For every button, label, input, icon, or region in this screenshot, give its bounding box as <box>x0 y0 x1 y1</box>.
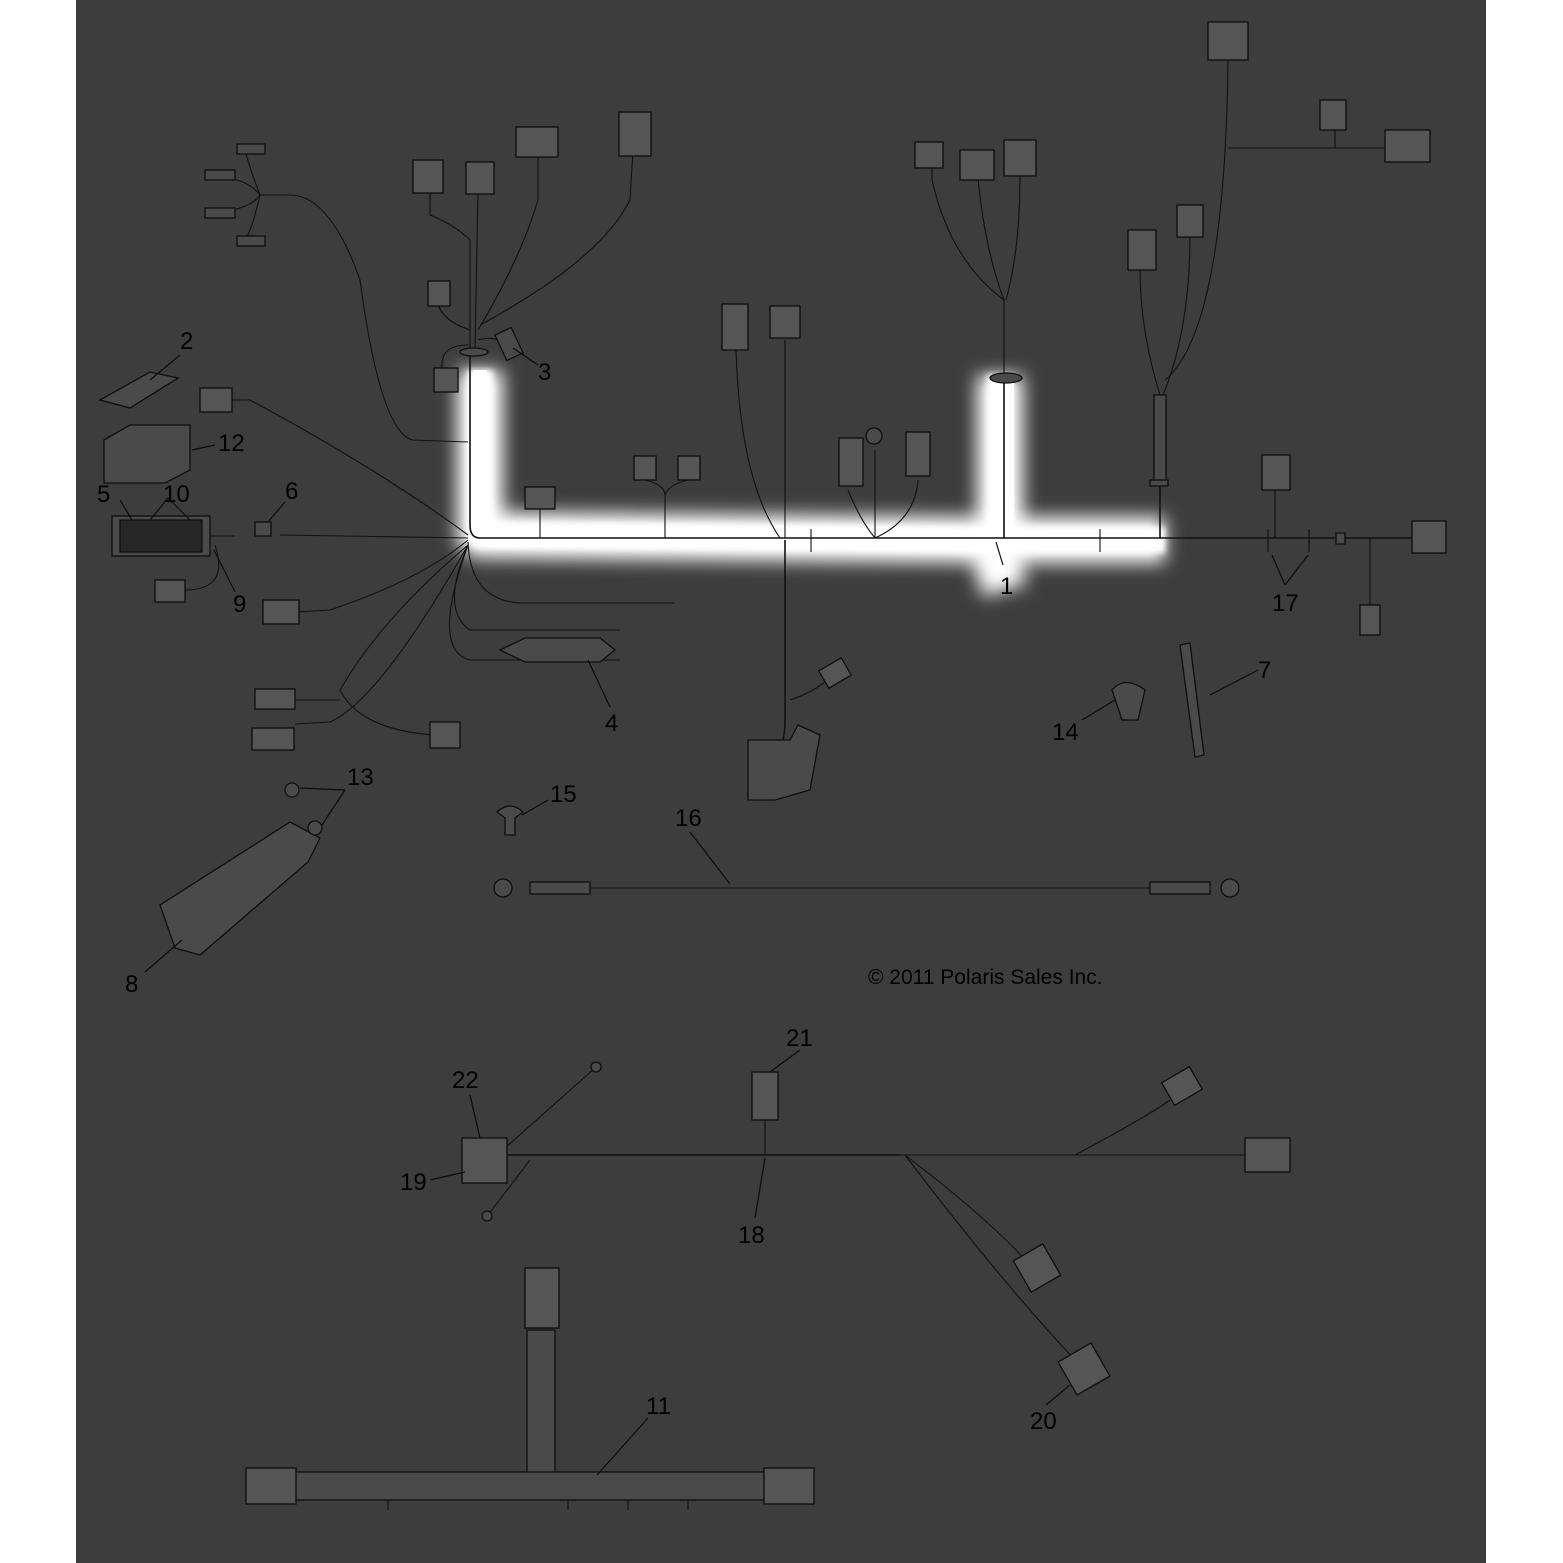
callout-6: 6 <box>285 478 298 505</box>
callout-16: 16 <box>675 805 702 832</box>
branch-group-left <box>412 111 652 393</box>
branch-top-left-terminals <box>204 143 469 443</box>
callout-11: 11 <box>646 1393 671 1420</box>
callout-14: 14 <box>1052 719 1079 746</box>
loose-parts <box>159 642 1240 956</box>
callout-15: 15 <box>550 781 577 808</box>
callout-7: 7 <box>1258 657 1271 684</box>
callout-20: 20 <box>1030 1408 1057 1435</box>
callout-9: 9 <box>233 591 246 618</box>
main-harness-highlight <box>457 370 1165 597</box>
callout-8: 8 <box>125 971 138 998</box>
conduit-harness <box>245 1267 815 1510</box>
callout-labels: 1 2 3 4 5 6 7 8 9 10 11 12 13 14 15 16 1… <box>97 328 1299 1435</box>
main-harness-trunk <box>469 352 1420 552</box>
callout-leaders <box>119 347 1309 1476</box>
callout-18: 18 <box>738 1222 765 1249</box>
callout-3: 3 <box>538 359 551 386</box>
branch-group-right <box>1127 21 1447 636</box>
branch-group-left-fan <box>98 371 675 751</box>
branch-group-right-center <box>914 139 1037 384</box>
callout-17: 17 <box>1272 590 1299 617</box>
branch-group-middle <box>524 303 931 801</box>
callout-2: 2 <box>180 328 193 355</box>
callout-10: 10 <box>163 481 190 508</box>
copyright-text: © 2011 Polaris Sales Inc. <box>868 966 1103 989</box>
callout-1: 1 <box>1000 573 1013 600</box>
callout-13: 13 <box>347 764 374 791</box>
callout-12: 12 <box>218 430 245 457</box>
callout-5: 5 <box>97 481 110 508</box>
lower-harness <box>461 1061 1291 1396</box>
callout-21: 21 <box>786 1025 813 1052</box>
callout-4: 4 <box>605 710 618 737</box>
callout-22: 22 <box>452 1067 479 1094</box>
callout-19: 19 <box>400 1169 427 1196</box>
